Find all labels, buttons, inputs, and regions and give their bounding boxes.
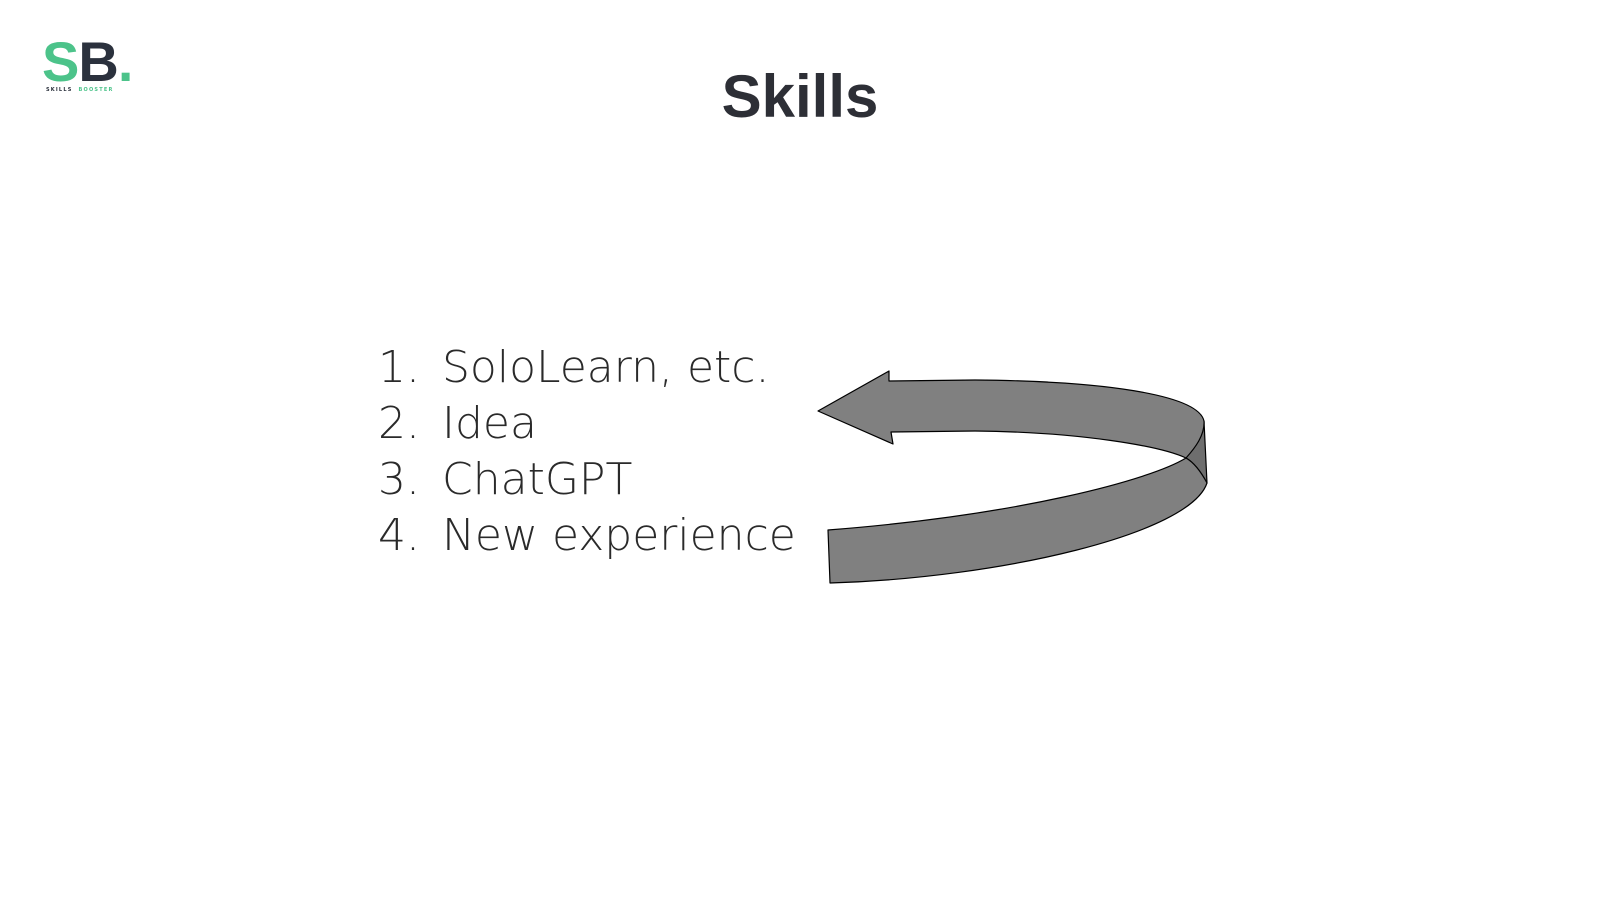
skills-booster-logo: SB. SKILLS BOOSTER	[42, 34, 146, 98]
list-item-number: 3.	[378, 454, 420, 505]
list-item: 1. SoloLearn, etc.	[378, 340, 796, 396]
logo-mark: SB.	[42, 34, 133, 90]
list-item-number: 1.	[378, 342, 420, 393]
list-item: 4. New experience	[378, 508, 796, 564]
list-item-text: New experience	[442, 510, 796, 561]
skills-list: 1. SoloLearn, etc. 2. Idea 3. ChatGPT 4.…	[378, 340, 796, 564]
list-item-number: 4.	[378, 510, 420, 561]
logo-sub-left: SKILLS	[46, 87, 73, 93]
slide-title: Skills	[721, 63, 879, 130]
logo-subtitle: SKILLS BOOSTER	[46, 87, 114, 93]
arrow-band-side	[1185, 420, 1208, 484]
logo-letter-s: S	[42, 30, 79, 93]
list-item-number: 2.	[378, 398, 420, 449]
list-item: 3. ChatGPT	[378, 452, 796, 508]
arrow-bottom-band	[827, 457, 1208, 584]
list-item-text: SoloLearn, etc.	[442, 342, 770, 393]
arrow-top-band	[817, 370, 1205, 459]
logo-dot: .	[117, 30, 134, 93]
logo-letter-b: B	[78, 30, 118, 93]
list-item-text: ChatGPT	[442, 454, 633, 505]
list-item: 2. Idea	[378, 396, 796, 452]
list-item-text: Idea	[442, 398, 537, 449]
logo-sub-right: BOOSTER	[78, 87, 114, 93]
